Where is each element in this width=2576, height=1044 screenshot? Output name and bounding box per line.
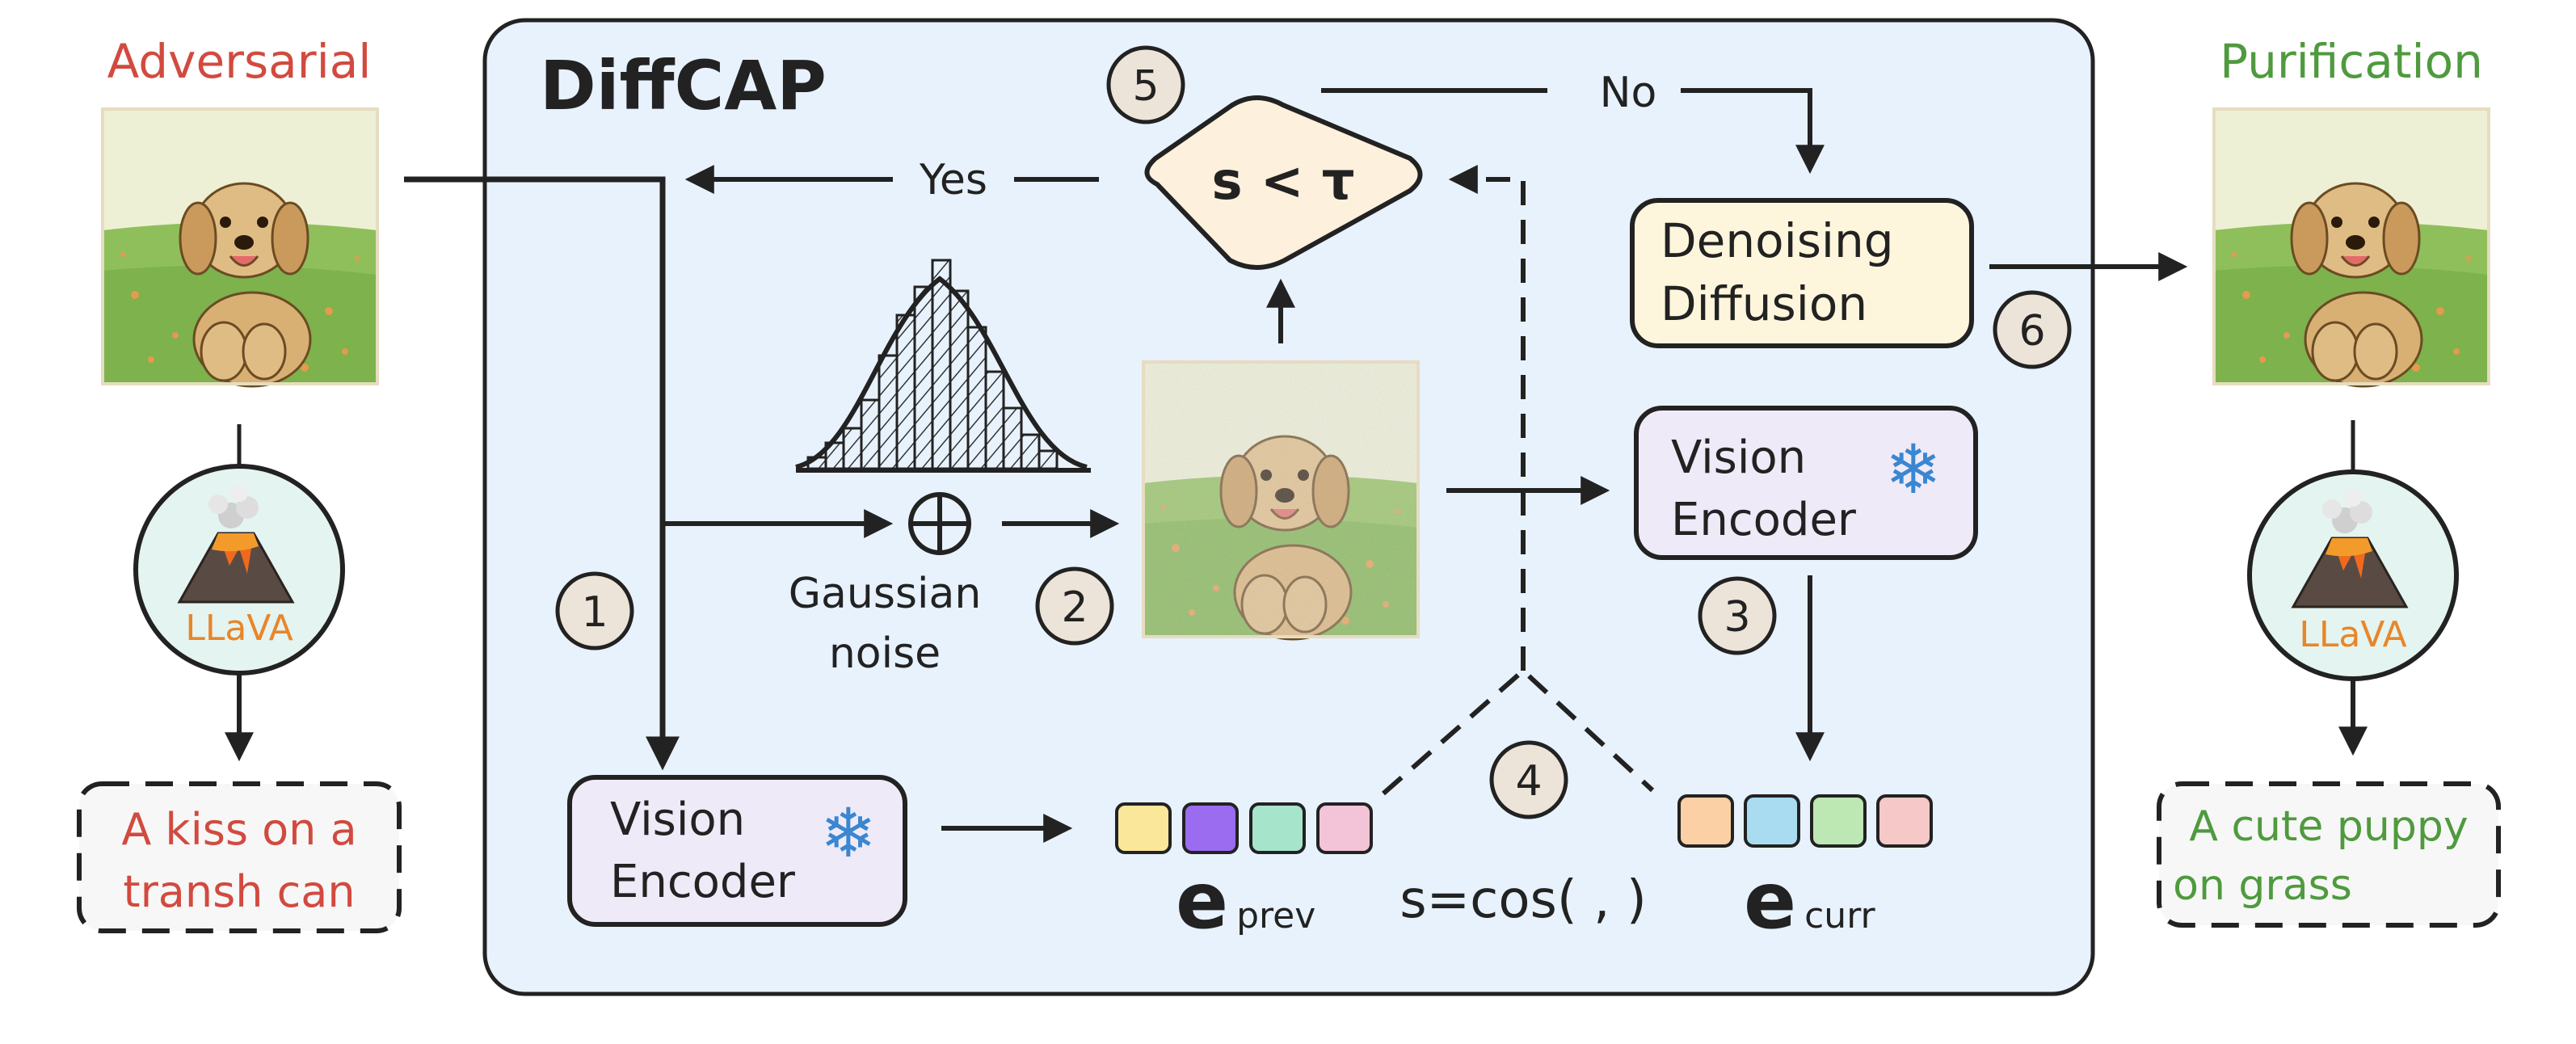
caption-box-right — [2157, 781, 2501, 928]
vision-encoder-current — [1634, 406, 1978, 560]
noise-label-line1: Gaussian — [789, 570, 982, 618]
no-arrow — [1681, 88, 1825, 175]
encoder-current-line2: Encoder — [1671, 494, 1857, 546]
adversarial-title: Adversarial — [107, 34, 372, 89]
embedding-cell — [1744, 794, 1800, 848]
noise-label-line2: noise — [829, 629, 941, 678]
step-badge-2: 2 — [1035, 566, 1114, 646]
noisy-image — [1142, 360, 1420, 641]
embedding-cell — [1876, 794, 1933, 848]
embedding-cell — [1810, 794, 1867, 848]
decision-label: s < τ — [1211, 152, 1354, 212]
decision-diamond — [1144, 95, 1423, 270]
gaussian-histogram-icon — [795, 259, 1091, 473]
encoder-current-line1: Vision — [1671, 431, 1806, 484]
step-badge-3: 3 — [1698, 576, 1777, 655]
svg-text:3: 3 — [1724, 593, 1750, 642]
input-line — [404, 176, 680, 771]
step-badge-1: 1 — [555, 571, 634, 650]
snowflake-icon: ❄ — [1885, 430, 1942, 509]
llava-label-right: LLaVA — [2299, 614, 2406, 655]
similarity-dashed-connector — [1382, 667, 1655, 796]
denoising-diffusion-box — [1630, 198, 1974, 348]
llava-label-left: LLaVA — [185, 608, 293, 649]
adversarial-image — [101, 107, 379, 388]
svg-text:1: 1 — [581, 588, 608, 637]
caption-right-line2: on grass — [2173, 861, 2352, 910]
encoder-previous-line1: Vision — [610, 794, 745, 846]
embedding-cell — [1677, 794, 1734, 848]
caption-left-line2: transh can — [123, 866, 355, 917]
panel-title: DiffCAP — [540, 46, 827, 125]
caption-left-line1: A kiss on a — [121, 804, 356, 855]
embedding-cell — [1115, 802, 1172, 854]
step-badge-6: 6 — [1993, 290, 2072, 369]
encoder-previous-line2: Encoder — [610, 856, 796, 908]
embedding-cell — [1316, 802, 1373, 854]
similarity-to-decision-dashed-arrow — [1448, 165, 1526, 671]
embedding-cell — [1249, 802, 1306, 854]
embedding-prev — [1115, 802, 1373, 854]
purification-title: Purification — [2220, 34, 2483, 89]
step-badge-5: 5 — [1106, 45, 1185, 124]
step-badge-4: 4 — [1489, 740, 1568, 819]
no-label: No — [1600, 69, 1657, 117]
svg-text:5: 5 — [1132, 62, 1159, 111]
similarity-formula: s=cos( , ) — [1400, 870, 1647, 930]
svg-text:6: 6 — [2018, 307, 2045, 356]
embedding-curr — [1677, 794, 1933, 848]
denoise-label-line1: Denoising — [1661, 213, 1894, 268]
svg-text:2: 2 — [1061, 583, 1088, 632]
denoise-label-line2: Diffusion — [1661, 276, 1867, 331]
caption-right-line1: A cute puppy — [2189, 802, 2468, 851]
yes-label: Yes — [919, 156, 987, 204]
purified-image — [2212, 107, 2490, 388]
vision-encoder-previous — [567, 775, 907, 927]
embedding-cell — [1182, 802, 1239, 854]
caption-box-left — [77, 781, 402, 933]
snowflake-icon: ❄ — [820, 794, 877, 873]
add-noise-operator — [908, 492, 971, 555]
svg-text:4: 4 — [1515, 757, 1542, 806]
